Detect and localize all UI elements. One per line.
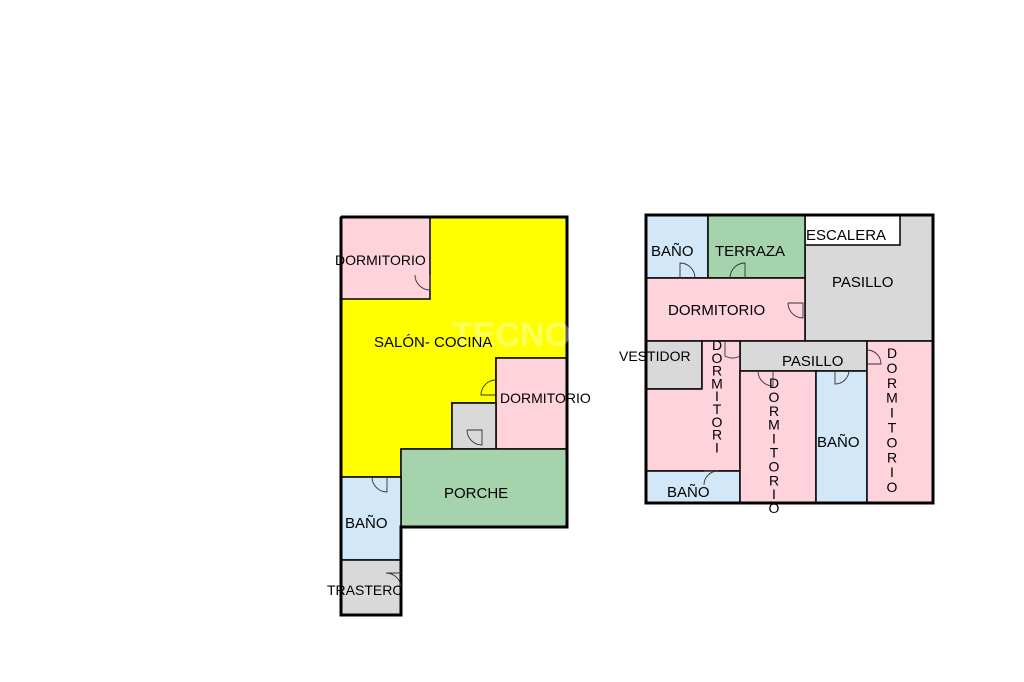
label-bano-left: BAÑO — [345, 515, 388, 532]
label-porche: PORCHE — [444, 485, 508, 502]
room-bano-mid — [815, 370, 868, 504]
label-pasillo-mid: PASILLO — [782, 353, 843, 370]
vertical-letter: M — [886, 390, 898, 406]
vertical-letter: I — [772, 431, 776, 447]
door-arc-icon — [480, 379, 497, 396]
room-bano-left — [340, 476, 402, 561]
label-trastero: TRASTERO — [327, 582, 403, 598]
vertical-letter: M — [768, 417, 780, 433]
label-dormitorio-v1: DORMITORI — [711, 337, 723, 455]
vertical-letter: I — [890, 405, 894, 421]
room-porche — [400, 448, 568, 528]
door-arc-icon — [679, 262, 696, 279]
watermark: TECNOC — [452, 316, 596, 354]
floor-left: TECNOC DORMITORIO SALÓN- COCINA DORMITOR… — [327, 215, 596, 617]
door-arc-icon — [466, 429, 483, 446]
vertical-letter: M — [711, 375, 723, 391]
vertical-letter: R — [887, 375, 897, 391]
vertical-letter: T — [713, 401, 722, 417]
vertical-letter: R — [712, 363, 722, 379]
vertical-letter: R — [769, 403, 779, 419]
room-terraza — [707, 214, 806, 279]
vertical-letter: R — [712, 427, 722, 443]
vertical-letter: O — [887, 360, 898, 376]
vertical-letter: O — [887, 479, 898, 495]
door-arc-icon — [834, 370, 850, 385]
room-hall-small — [451, 402, 497, 450]
vertical-letter: D — [769, 375, 779, 391]
vertical-letter: I — [715, 439, 719, 455]
label-bano-top: BAÑO — [651, 243, 694, 260]
vertical-letter: O — [769, 458, 780, 474]
vertical-letter: O — [712, 414, 723, 430]
room-dormitorio-main — [645, 277, 806, 342]
door-arc-icon — [703, 470, 719, 486]
door-arc-icon — [371, 476, 388, 493]
label-dormitorio-main: DORMITORIO — [668, 302, 765, 319]
floor-right: BAÑO TERRAZA ESCALERA PASILLO DORMITORIO… — [619, 213, 935, 516]
label-pasillo-top: PASILLO — [832, 274, 893, 291]
label-escalera: ESCALERA — [806, 227, 886, 244]
vertical-letter: O — [887, 434, 898, 450]
vertical-letter: D — [712, 337, 722, 353]
vertical-letter: O — [712, 350, 723, 366]
room-dormitorio-v3 — [866, 340, 934, 504]
label-salon-cocina: SALÓN- COCINA — [374, 334, 492, 351]
door-arc-icon — [866, 349, 882, 365]
label-bano-mid: BAÑO — [817, 434, 860, 451]
wall-left-outline — [339, 215, 569, 617]
vertical-letter: O — [769, 389, 780, 405]
vertical-letter: T — [770, 445, 779, 461]
door-arc-icon — [385, 572, 402, 589]
vertical-letter: O — [769, 500, 780, 516]
wall-right-outline — [644, 213, 935, 505]
label-terraza: TERRAZA — [715, 243, 785, 260]
door-arc-icon — [724, 341, 741, 359]
label-bano-bottom: BAÑO — [667, 484, 710, 501]
door-arc-icon — [787, 302, 804, 319]
door-arc-icon — [729, 262, 746, 279]
vertical-letter: I — [715, 388, 719, 404]
door-arc-icon — [757, 370, 774, 387]
label-dormitorio-v2: DORMITORIO — [768, 375, 780, 516]
label-vestidor: VESTIDOR — [619, 348, 691, 364]
room-dormitorio-v2 — [739, 370, 817, 504]
room-escalera — [804, 214, 901, 246]
label-dormitorio-right: DORMITORIO — [500, 390, 591, 406]
vertical-letter: I — [772, 486, 776, 502]
vertical-letter: R — [887, 449, 897, 465]
label-dormitorio-top: DORMITORIO — [335, 252, 426, 268]
door-arc-icon — [414, 274, 431, 291]
vertical-letter: T — [888, 420, 897, 436]
vertical-letter: R — [769, 472, 779, 488]
label-dormitorio-v3: DORMITORIO — [886, 345, 898, 495]
vertical-letter: D — [887, 345, 897, 361]
vertical-letter: I — [890, 464, 894, 480]
